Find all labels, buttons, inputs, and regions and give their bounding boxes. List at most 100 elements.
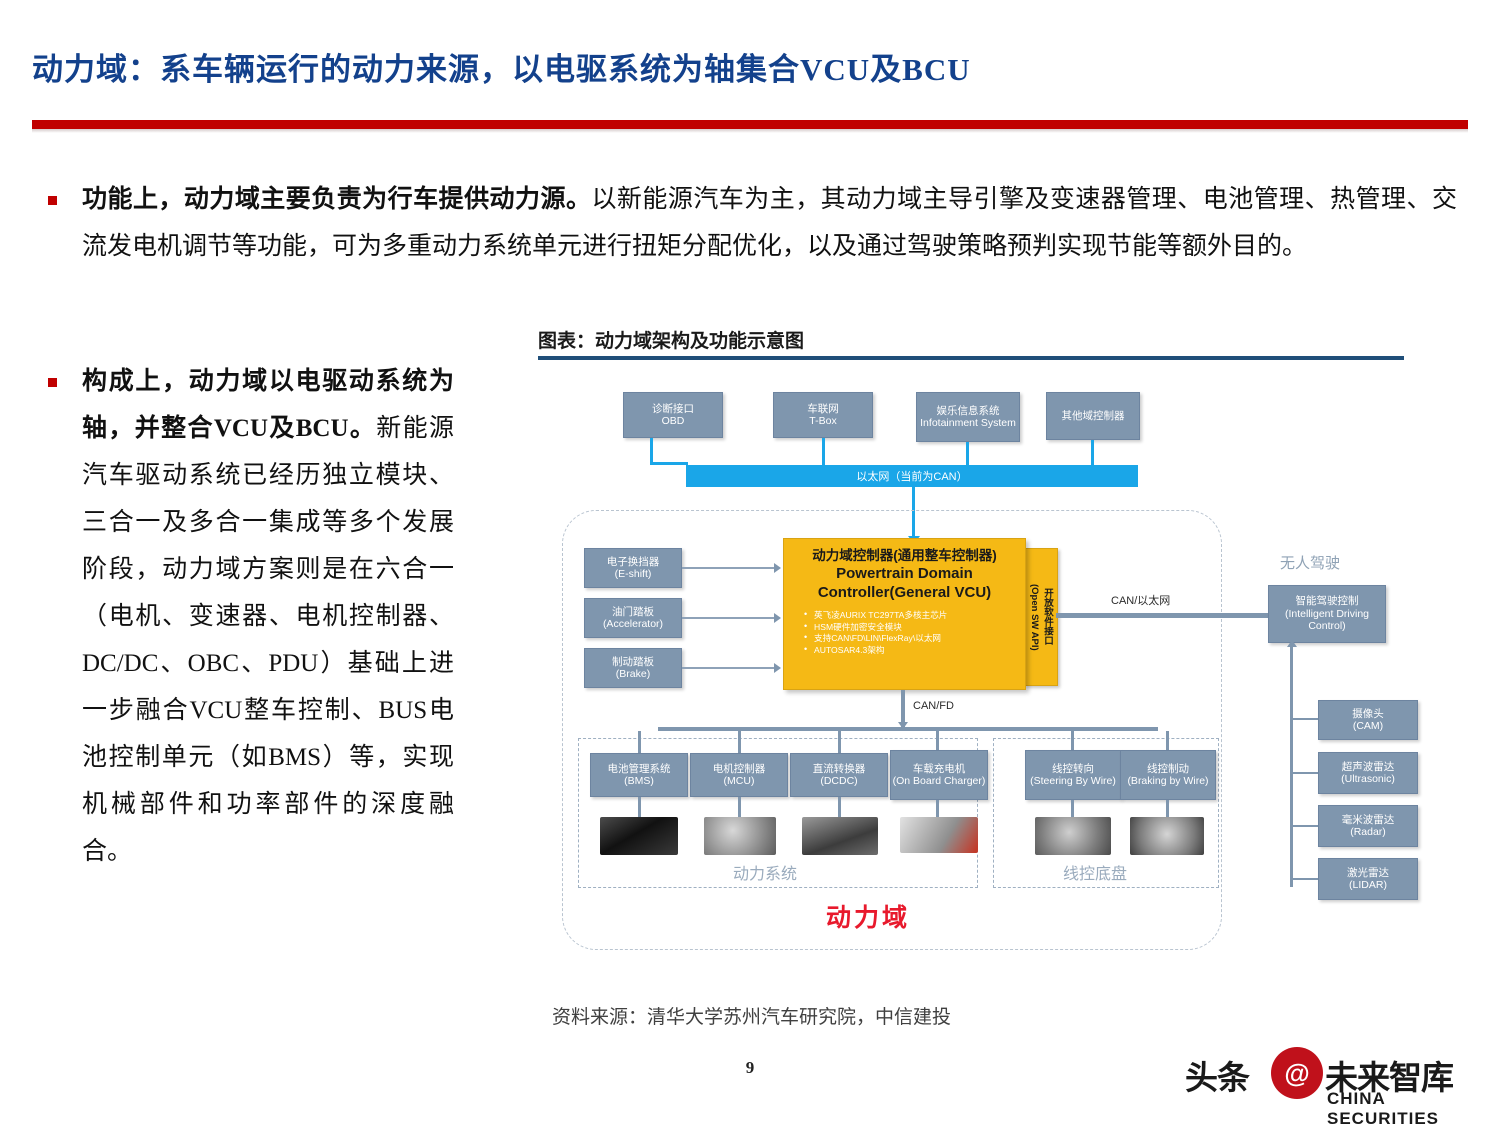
- node-camera-cn: 摄像头: [1352, 707, 1384, 720]
- publisher-logo: 头条 @ 未来智库 CHINA SECURITIES: [1185, 1045, 1475, 1128]
- node-accelerator-cn: 油门踏板: [612, 605, 654, 618]
- sensor-bus-line: [1290, 645, 1293, 887]
- figure-source: 资料来源：清华大学苏州汽车研究院，中信建投: [552, 1007, 952, 1028]
- photo-braking: [1130, 817, 1204, 855]
- vcu-feature-list: 英飞凌AURIX TC297TA多核主芯片 HSM硬件加密安全模块 支持CAN\…: [804, 609, 1019, 656]
- node-intelligent-driving-control[interactable]: 智能驾驶控制 (Intelligent Driving Control): [1268, 585, 1386, 643]
- bus-to-vcu-line: [912, 487, 915, 539]
- node-eshift-en: (E-shift): [614, 568, 652, 580]
- stem-obc: [936, 800, 939, 817]
- node-steering-by-wire[interactable]: 线控转向 (Steering By Wire): [1025, 750, 1121, 800]
- photo-obc: [900, 817, 978, 853]
- node-bms-cn: 电池管理系统: [607, 762, 671, 775]
- node-eshift[interactable]: 电子换挡器 (E-shift): [584, 548, 682, 588]
- header-divider: [32, 120, 1468, 129]
- node-steering-by-wire-en: (Steering By Wire): [1030, 775, 1116, 787]
- node-obd[interactable]: 诊断接口 OBD: [623, 392, 723, 438]
- logo-subtitle: CHINA SECURITIES: [1327, 1089, 1440, 1128]
- node-other-domain-controller-cn: 其他域控制器: [1061, 409, 1125, 422]
- node-obc[interactable]: 车载充电机 (On Board Charger): [890, 750, 988, 800]
- link-accelerator-vcu-arrow: [774, 613, 781, 623]
- node-lidar[interactable]: 激光雷达 (LIDAR): [1318, 858, 1418, 900]
- drop-bms: [638, 731, 641, 753]
- powertrain-group-label: 动力系统: [733, 866, 798, 883]
- node-camera-en: (CAM): [1352, 720, 1384, 732]
- vcu-feature-item: HSM硬件加密安全模块: [804, 621, 1019, 634]
- link-can-fd-arrow: [898, 722, 908, 729]
- bus-drop-infotainment: [966, 442, 969, 468]
- node-other-domain-controller[interactable]: 其他域控制器: [1046, 392, 1140, 440]
- figure-canvas: 诊断接口 OBD 车联网 T-Box 娱乐信息系统 Infotainment S…: [538, 370, 1483, 990]
- header-divider-shadow: [32, 129, 1468, 133]
- bullet-marker-2: [48, 378, 57, 387]
- node-bms[interactable]: 电池管理系统 (BMS): [590, 753, 688, 797]
- node-intelligent-driving-control-en: (Intelligent Driving Control): [1284, 607, 1370, 633]
- autonomous-heading: 无人驾驶: [1280, 555, 1341, 572]
- node-dcdc[interactable]: 直流转换器 (DCDC): [790, 753, 888, 797]
- open-sw-api-tab[interactable]: 开放软件接口(Open SW API): [1024, 548, 1058, 686]
- node-brake[interactable]: 制动踏板 (Brake): [584, 648, 682, 688]
- ethernet-bus-label: 以太网（当前为CAN）: [856, 471, 968, 483]
- node-obd-en: OBD: [661, 415, 685, 427]
- logo-seal-icon: @: [1271, 1047, 1323, 1099]
- link-eshift-vcu-arrow: [774, 563, 781, 573]
- node-camera[interactable]: 摄像头 (CAM): [1318, 700, 1418, 740]
- drop-mcu: [738, 731, 741, 753]
- paragraph-1: 功能上，动力域主要负责为行车提供动力源。以新能源汽车为主，其动力域主导引擎及变速…: [82, 176, 1457, 270]
- link-can-fd-label: CAN/FD: [910, 700, 957, 712]
- bullet-marker-1: [48, 196, 57, 205]
- logo-mark-right: 未来智库: [1325, 1059, 1454, 1096]
- powertrain-group-box: [578, 738, 978, 888]
- node-obc-en: (On Board Charger): [892, 775, 986, 787]
- node-obc-cn: 车载充电机: [912, 762, 966, 775]
- vcu-title-cn: 动力域控制器(通用整车控制器): [812, 548, 997, 563]
- vcu-title-en-2: Controller(General VCU): [817, 584, 992, 601]
- paragraph-2-rest: 新能源汽车驱动系统已经历独立模块、三合一及多合一集成等多个发展阶段，动力域方案则…: [82, 415, 454, 865]
- node-lidar-cn: 激光雷达: [1347, 866, 1389, 879]
- node-ultrasonic-radar[interactable]: 超声波雷达 (Ultrasonic): [1318, 752, 1418, 794]
- node-tbox-cn: 车联网: [807, 402, 839, 415]
- photo-motor-controller: [704, 817, 776, 855]
- link-can-ethernet: [1056, 613, 1274, 618]
- bus-elbow-obd: [650, 462, 688, 465]
- bus-drop-other: [1091, 440, 1094, 468]
- open-sw-api-label: 开放软件接口(Open SW API): [1029, 583, 1053, 651]
- link-cam: [1290, 718, 1318, 720]
- link-can-ethernet-label: CAN/以太网: [1108, 592, 1174, 608]
- node-brake-cn: 制动踏板: [612, 655, 654, 668]
- node-obd-cn: 诊断接口: [652, 402, 694, 415]
- logo-mark-left: 头条: [1185, 1059, 1250, 1096]
- ethernet-bus[interactable]: 以太网（当前为CAN）: [686, 465, 1138, 487]
- link-can-fd: [901, 690, 905, 728]
- node-mcu-cn: 电机控制器: [712, 762, 766, 775]
- node-infotainment[interactable]: 娱乐信息系统 Infotainment System: [916, 392, 1020, 442]
- paragraph-1-lead: 功能上，动力域主要负责为行车提供动力源。: [82, 186, 592, 213]
- powertrain-domain-boundary: [562, 510, 1222, 950]
- node-braking-by-wire[interactable]: 线控制动 (Braking by Wire): [1120, 750, 1216, 800]
- node-brake-en: (Brake): [615, 668, 651, 680]
- link-brake-vcu-arrow: [774, 663, 781, 673]
- bus-drop-tbox: [822, 438, 825, 468]
- node-millimeter-radar-cn: 毫米波雷达: [1341, 813, 1395, 826]
- node-mcu[interactable]: 电机控制器 (MCU): [690, 753, 788, 797]
- chassis-group-box: [993, 738, 1219, 888]
- powertrain-domain-controller[interactable]: 动力域控制器(通用整车控制器) Powertrain Domain Contro…: [783, 538, 1026, 690]
- bus-drop-obd: [650, 438, 653, 465]
- node-tbox[interactable]: 车联网 T-Box: [773, 392, 873, 438]
- domain-label: 动力域: [826, 905, 911, 932]
- photo-dcdc: [802, 817, 878, 855]
- node-millimeter-radar[interactable]: 毫米波雷达 (Radar): [1318, 805, 1418, 847]
- vcu-feature-item: 英飞凌AURIX TC297TA多核主芯片: [804, 609, 1019, 622]
- node-accelerator[interactable]: 油门踏板 (Accelerator): [584, 598, 682, 638]
- node-intelligent-driving-control-cn: 智能驾驶控制: [1295, 595, 1359, 608]
- link-lidar: [1290, 878, 1318, 880]
- photo-steering: [1035, 817, 1111, 855]
- link-accelerator-vcu: [682, 617, 776, 619]
- stem-braking: [1166, 800, 1169, 817]
- vcu-feature-item: 支持CAN\FD\LIN\FlexRay\以太网: [804, 632, 1019, 645]
- node-braking-by-wire-cn: 线控制动: [1147, 762, 1189, 775]
- drop-braking: [1166, 731, 1169, 753]
- node-mcu-en: (MCU): [723, 775, 755, 787]
- link-ultrasonic: [1290, 772, 1318, 774]
- link-radar: [1290, 825, 1318, 827]
